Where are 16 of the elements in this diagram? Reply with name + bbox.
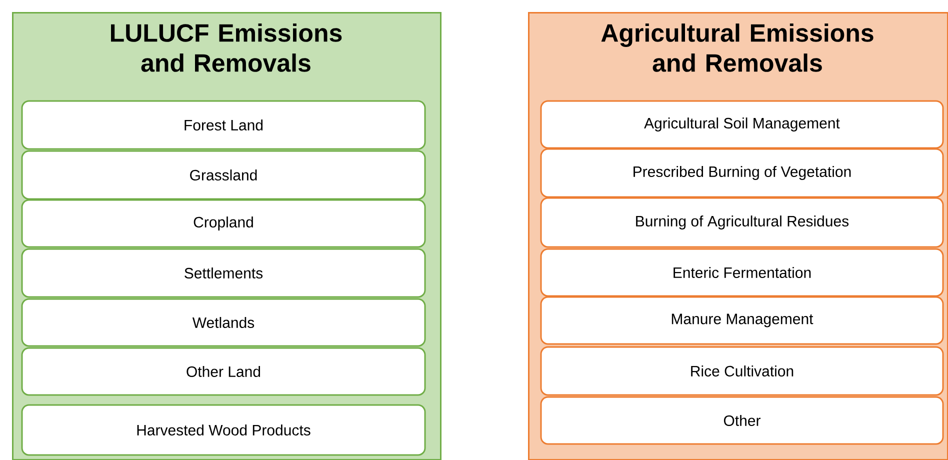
category-box: Settlements — [21, 248, 426, 298]
category-box: Rice Cultivation — [540, 346, 944, 396]
category-box: Grassland — [21, 150, 426, 200]
category-box: Harvested Wood Products — [21, 404, 426, 456]
category-box: Cropland — [21, 199, 426, 248]
category-box: Enteric Fermentation — [540, 248, 944, 297]
panel-title: LULUCF Emissions and Removals — [111, 24, 342, 72]
category-box: Manure Management — [540, 296, 944, 345]
category-box: Wetlands — [21, 298, 426, 347]
category-box: Other — [540, 396, 944, 445]
category-box: Agricultural Soil Management — [540, 100, 944, 149]
category-box: Prescribed Burning of Vegetation — [540, 148, 944, 198]
category-box: Burning of Agricultural Residues — [540, 197, 944, 248]
panel-title: Agricultural Emissions and Removals — [601, 24, 874, 72]
category-box: Other Land — [21, 347, 426, 396]
category-box: Forest Land — [21, 100, 426, 150]
